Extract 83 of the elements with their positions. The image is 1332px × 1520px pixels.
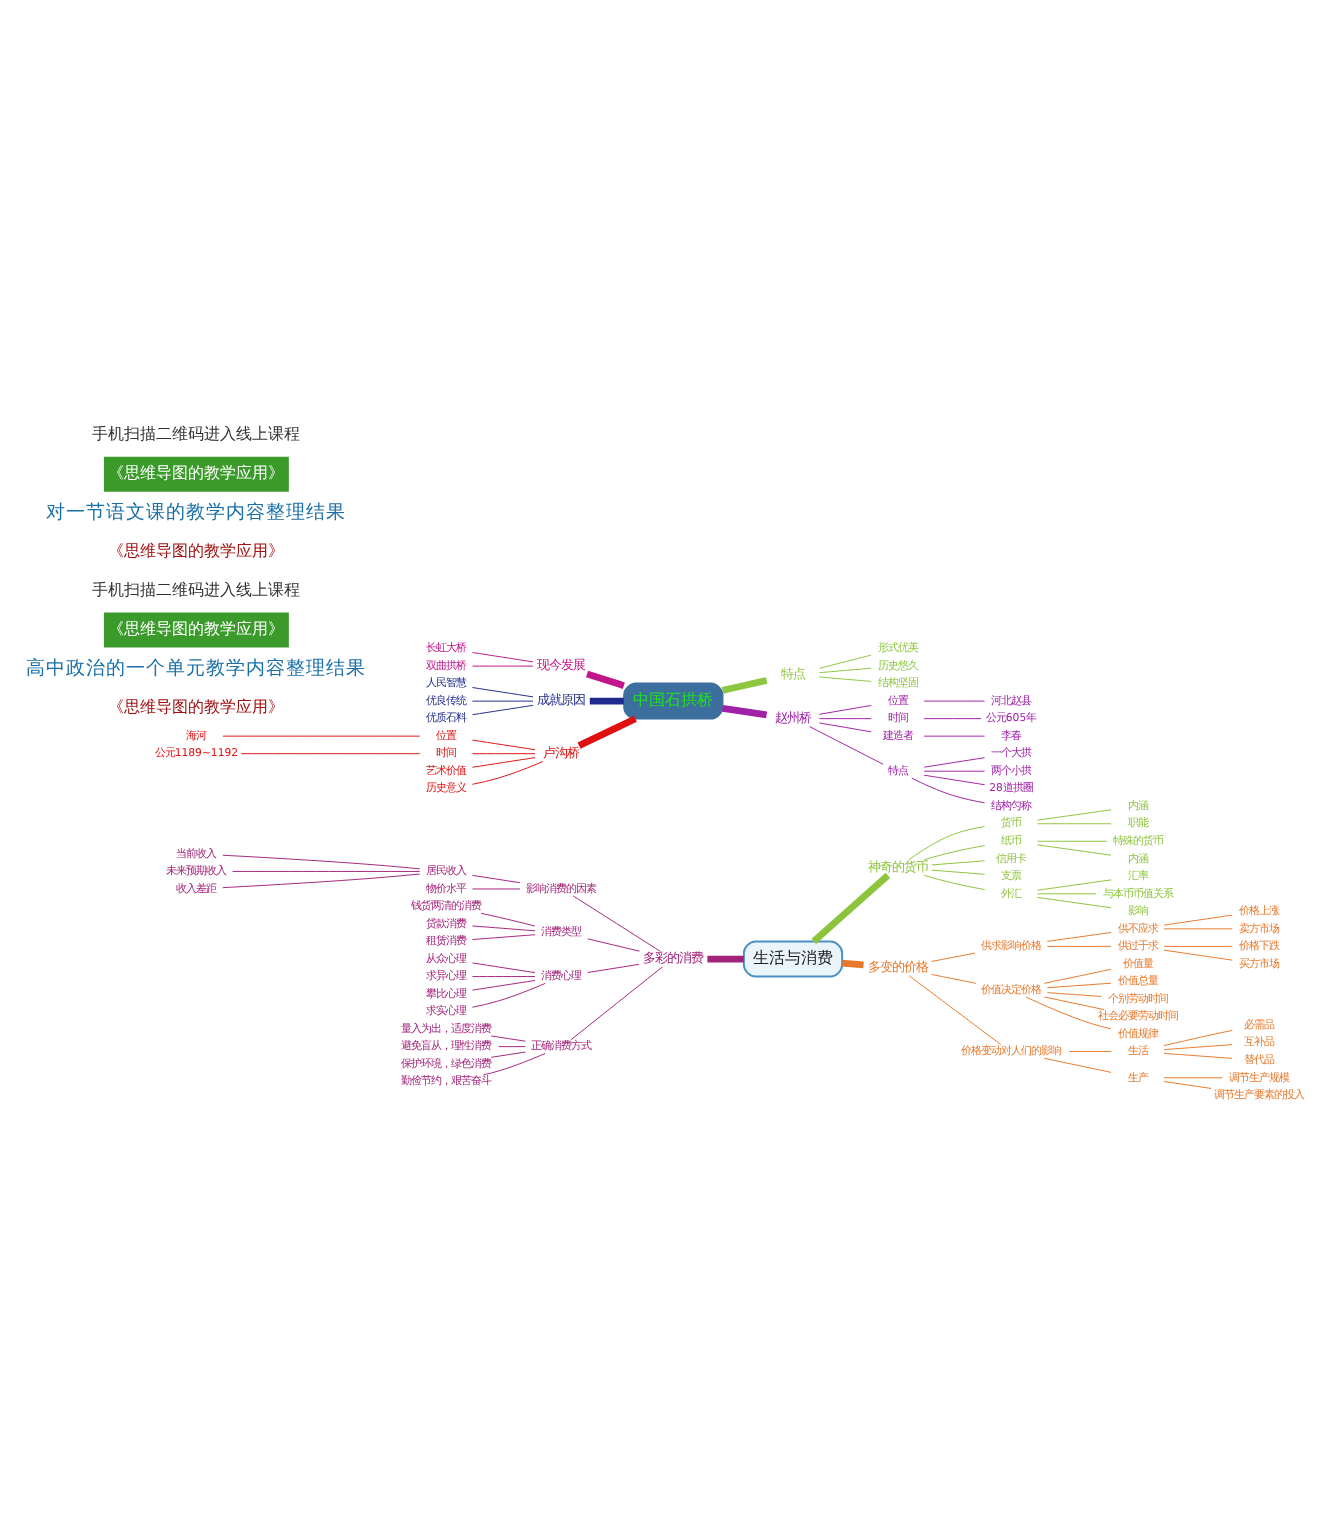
connector xyxy=(931,869,986,875)
connector xyxy=(842,959,864,969)
connector xyxy=(471,757,536,768)
connector xyxy=(1068,1051,1112,1052)
connector xyxy=(818,654,872,669)
connector xyxy=(811,872,891,944)
connector xyxy=(1163,949,1233,961)
connector xyxy=(1037,896,1112,909)
connector xyxy=(570,966,663,1041)
connector xyxy=(911,777,985,804)
connector xyxy=(471,874,521,884)
connector xyxy=(222,854,421,870)
connector xyxy=(908,826,986,861)
connector xyxy=(471,982,546,1008)
connector xyxy=(1046,982,1112,989)
connector xyxy=(931,860,986,866)
connector xyxy=(490,1035,526,1042)
connector xyxy=(572,895,661,952)
connector xyxy=(471,976,536,978)
connector xyxy=(471,962,536,974)
connector xyxy=(1037,844,1112,856)
connector xyxy=(923,774,986,786)
label: 高中政治的一个单元教学内容整理结果 xyxy=(26,657,367,680)
connector xyxy=(1043,1057,1112,1073)
label: 对一节语文课的教学内容整理结果 xyxy=(46,502,347,525)
connector xyxy=(818,667,872,674)
connector xyxy=(1037,893,1097,895)
connector xyxy=(1163,1044,1233,1051)
connector xyxy=(1037,840,1108,842)
connector xyxy=(818,676,872,682)
connector xyxy=(1037,879,1112,891)
connector xyxy=(1046,992,1102,997)
connector xyxy=(1037,809,1112,821)
connector xyxy=(1163,1077,1223,1079)
connector xyxy=(1043,996,1105,1011)
connector xyxy=(587,938,640,952)
connector xyxy=(818,722,872,733)
connector xyxy=(707,955,744,963)
connector xyxy=(1163,1029,1233,1047)
connector xyxy=(1043,968,1112,984)
connector xyxy=(471,925,536,932)
connector xyxy=(923,874,986,891)
connector xyxy=(721,677,768,694)
connector xyxy=(1163,1052,1233,1059)
connector xyxy=(240,753,421,755)
connector xyxy=(923,718,982,720)
connector xyxy=(483,1053,546,1076)
connector xyxy=(923,770,986,772)
connector xyxy=(931,973,977,984)
connector xyxy=(931,952,976,962)
connector xyxy=(1046,945,1112,947)
connector xyxy=(923,735,986,737)
connector xyxy=(1163,1081,1212,1089)
connector xyxy=(923,845,986,861)
connector xyxy=(1046,931,1112,942)
connector xyxy=(471,704,534,716)
connector xyxy=(1025,996,1112,1030)
connector xyxy=(809,726,884,765)
connector xyxy=(722,704,768,719)
connector xyxy=(818,718,872,720)
connector xyxy=(818,704,872,715)
connector xyxy=(498,1046,526,1048)
connector xyxy=(471,980,536,991)
connector xyxy=(471,753,536,755)
connector xyxy=(471,739,536,751)
connector xyxy=(471,934,536,941)
connector xyxy=(1037,823,1112,825)
connector xyxy=(589,697,624,705)
connector xyxy=(232,870,421,872)
connector xyxy=(480,912,536,927)
connector xyxy=(471,687,534,698)
connector xyxy=(1163,928,1233,930)
connector xyxy=(586,670,625,689)
connector xyxy=(587,963,640,973)
connector xyxy=(577,715,637,749)
connector xyxy=(908,975,1002,1046)
connector xyxy=(222,873,421,889)
connector xyxy=(471,761,544,785)
connector xyxy=(1163,914,1233,926)
connector xyxy=(471,652,534,663)
connector xyxy=(490,1051,526,1058)
connector xyxy=(923,757,986,768)
connector xyxy=(1163,945,1233,947)
